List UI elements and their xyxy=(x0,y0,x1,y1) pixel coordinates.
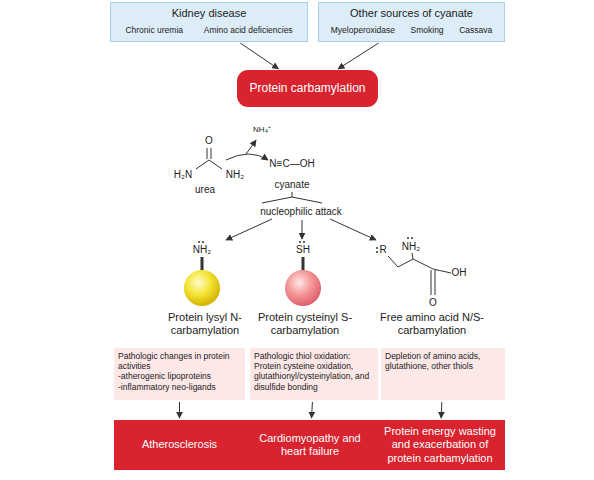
connector-arrow xyxy=(441,402,443,418)
source-box: Other sources of cyanateMyeloperoxidase S… xyxy=(318,2,505,42)
connector-arrow xyxy=(240,43,278,69)
box-text: Atherosclerosis xyxy=(120,438,239,451)
cysteine-stick xyxy=(302,257,305,271)
chem-label: O xyxy=(205,135,213,146)
source-item: Myeloperoxidase xyxy=(331,25,395,36)
attack-arrow xyxy=(226,219,272,240)
box-text: Cardiomyopathy and heart failure xyxy=(251,432,369,458)
chem-label: NH₂ xyxy=(193,244,211,255)
mechanism-box: Pathologic thiol oxidation:Protein cyste… xyxy=(250,348,378,400)
box-text: Depletion of amino acids, glutathione, o… xyxy=(385,351,501,371)
chem-label: cyanate xyxy=(274,179,309,190)
box-text: Protein cysteine oxidation, glutathionyl… xyxy=(254,361,374,392)
chem-label: R xyxy=(379,244,386,255)
lysine-stick xyxy=(201,257,204,271)
protein-sphere xyxy=(285,270,321,306)
connector-arrow xyxy=(311,402,313,418)
reaction-label: Protein lysyl N-carbamylation xyxy=(149,311,261,337)
attack-arrow xyxy=(302,220,303,239)
chem-label: NH₂ xyxy=(402,241,420,252)
source-item: Amino acid deficiencies xyxy=(204,25,293,36)
chem-label: NH₂ xyxy=(226,169,244,180)
chem-label: OH xyxy=(452,267,467,278)
reaction-arrow xyxy=(226,154,268,160)
protein-sphere xyxy=(184,270,220,306)
mechanism-box: Pathologic changes in protein activities… xyxy=(114,348,245,400)
amino-acid-bonds xyxy=(388,253,451,295)
item-row: Chronic uremia Amino acid deficiencies xyxy=(115,25,303,36)
box-heading: Kidney disease xyxy=(115,6,303,20)
reaction-label: Free amino acid N/S-carbamylation xyxy=(370,311,494,337)
chem-label: NH₄⁺ xyxy=(253,126,271,135)
source-item: Smoking xyxy=(411,25,444,36)
attack-arrow xyxy=(330,219,376,240)
chem-label: N≡C—OH xyxy=(269,158,314,169)
box-text: Protein energy wasting and exacerbation … xyxy=(381,425,499,465)
reaction-label: Protein cysteinyl S-carbamylation xyxy=(249,311,361,337)
box-text: Pathologic thiol oxidation: xyxy=(254,351,374,361)
connector-arrow xyxy=(179,402,180,418)
box-text: Protein carbamylation xyxy=(243,81,372,95)
chem-label: urea xyxy=(195,184,215,195)
outcome-band: Atherosclerosis xyxy=(114,420,245,470)
mechanism-box: Depletion of amino acids, glutathione, o… xyxy=(381,348,505,400)
box-text: -inflammatory neo-ligands xyxy=(118,382,241,392)
chem-label: nucleophilic attack xyxy=(260,206,342,217)
source-item: Chronic uremia xyxy=(125,25,183,36)
outcome-band: Cardiomyopathy and heart failure xyxy=(245,420,375,470)
box-text: Pathologic changes in protein activities xyxy=(118,351,241,371)
source-box: Kidney diseaseChronic uremia Amino acid d… xyxy=(110,2,308,42)
outcome-pill: Protein carbamylation xyxy=(237,70,378,107)
outcome-band: Protein energy wasting and exacerbation … xyxy=(375,420,505,470)
connector-arrow xyxy=(338,43,378,69)
chem-label: SH xyxy=(296,244,310,255)
chem-label: H₂N xyxy=(174,169,192,180)
chem-label: O xyxy=(429,297,437,308)
source-item: Cassava xyxy=(459,25,492,36)
item-row: Myeloperoxidase Smoking Cassava xyxy=(323,25,500,36)
split-bracket xyxy=(262,192,322,203)
urea-bonds xyxy=(196,148,222,169)
box-heading: Other sources of cyanate xyxy=(323,6,500,20)
release-arrow xyxy=(246,140,256,154)
box-text: -atherogenic lipoproteins xyxy=(118,371,241,381)
